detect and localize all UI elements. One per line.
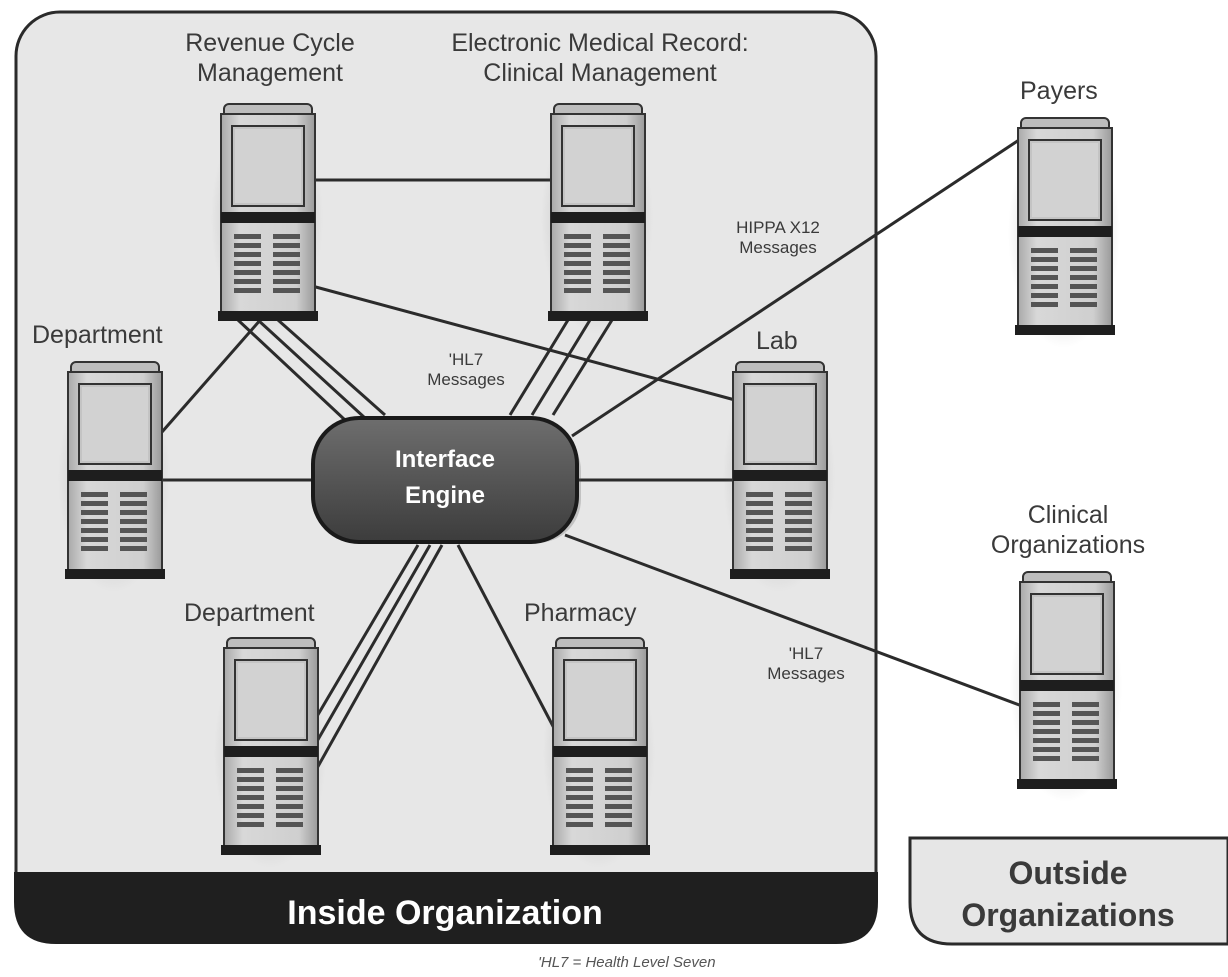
line-engine-revenue-2 (256, 318, 367, 420)
line-department-revenue (160, 317, 264, 433)
clinical-organizations-label: Clinical Organizations (990, 501, 1146, 559)
outside-organizations-box (908, 836, 1228, 946)
line-engine-department-bottom-1 (314, 544, 420, 719)
payers-server (1007, 117, 1121, 349)
line-engine-emr-3 (551, 319, 614, 416)
line-engine-revenue-1 (236, 318, 347, 422)
department-left-label: Department (32, 321, 163, 349)
department-bottom-server (213, 637, 327, 869)
hl7-messages-top-label: 'HL7 Messages (427, 350, 505, 389)
interface-engine-label: Interface Engine (394, 446, 496, 509)
line-engine-pharmacy (456, 544, 557, 731)
line-engine-emr-1 (508, 319, 570, 416)
footnote: 'HL7 = Health Level Seven (538, 954, 716, 971)
payers-label: Payers (1020, 77, 1098, 105)
line-revenue-lab (311, 284, 736, 402)
department-left-server (57, 361, 171, 593)
inside-organization-label: Inside Organization (287, 894, 603, 932)
hippa-x12-label: HIPPA X12 Messages (736, 218, 820, 257)
outside-organizations-label: Outside Organizations (961, 855, 1175, 933)
lab-label: Lab (756, 327, 798, 355)
line-engine-revenue-3 (277, 318, 386, 417)
department-bottom-label: Department (184, 599, 315, 627)
emr-server (540, 103, 654, 335)
line-engine-payers (571, 136, 1023, 438)
interface-engine (311, 416, 579, 544)
line-engine-clinical (564, 533, 1023, 708)
inside-organization-bar (14, 872, 878, 944)
line-engine-department-bottom-3 (314, 544, 444, 771)
revenue-cycle-label: Revenue Cycle Management (185, 29, 355, 87)
pharmacy-server (542, 637, 656, 869)
revenue-cycle-server (210, 103, 324, 335)
lab-server (722, 361, 836, 593)
pharmacy-label: Pharmacy (524, 599, 637, 627)
line-engine-emr-2 (530, 319, 592, 416)
hl7-messages-right-label: 'HL7 Messages (767, 644, 845, 683)
clinical-organizations-server (1009, 571, 1123, 803)
line-engine-department-bottom-2 (314, 544, 432, 744)
connection-lines (160, 136, 1023, 771)
emr-label: Electronic Medical Record: Clinical Mana… (451, 29, 749, 87)
